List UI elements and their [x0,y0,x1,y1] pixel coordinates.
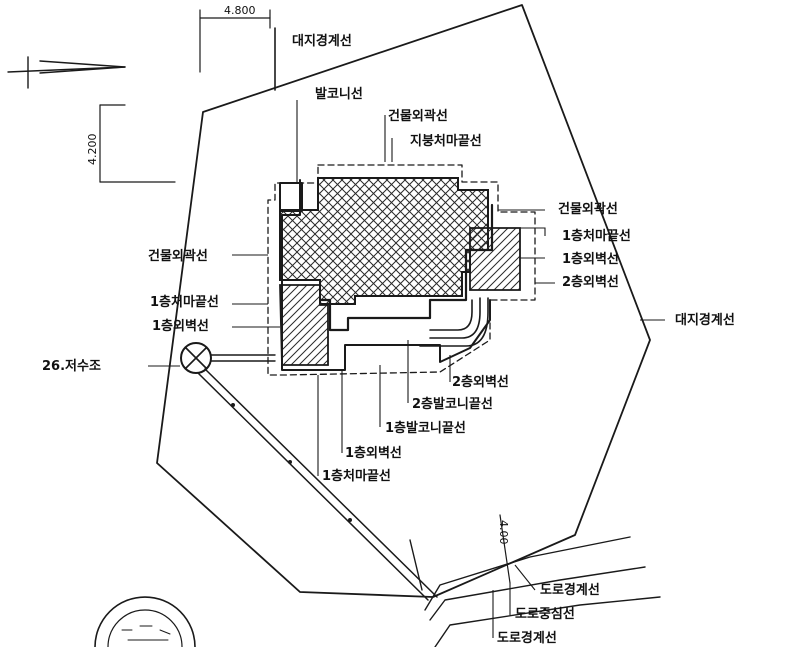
label-wall-line-2f-bottom: 2층외벽선 [452,374,509,390]
label-eave-line-1f-bottom: 1층처마끝선 [322,468,391,484]
seal-stamp [94,596,196,648]
label-roof-eave-line: 지붕처마끝선 [410,133,482,149]
label-site-boundary-right: 대지경계선 [675,312,735,328]
top-dimension: 4.800 [199,4,276,91]
label-wall-line-1f-left: 1층외벽선 [152,318,209,334]
roof-hatched-area [279,177,489,305]
label-wall-line-1f-bottom: 1층외벽선 [345,445,402,461]
second-floor-wall [318,203,494,332]
label-road-boundary-2: 도로경계선 [497,630,557,646]
site-boundary [156,4,651,598]
label-eave-line-1f-left: 1층처마끝선 [150,294,219,310]
side-dimension: 4.200 [86,104,176,183]
road-lines [409,514,661,648]
dimension-top-width: 4.800 [224,4,256,17]
label-road-boundary-1: 도로경계선 [540,582,600,598]
label-balcony-line-2f-bottom: 2층발코니끝선 [412,396,493,412]
label-wall-line-2f-right: 2층외벽선 [562,274,619,290]
label-building-line-right: 건물외곽선 [558,201,618,217]
first-floor-hatched-right [469,227,521,291]
leader-lines [148,100,665,638]
label-manhole: 26.저수조 [42,359,101,374]
north-arrow-icon [7,56,126,89]
eave-outline [267,164,536,376]
balcony-curve [419,297,489,347]
balcony-box [279,182,303,212]
first-floor-hatched-left [279,284,329,366]
label-road-center-line: 도로중심선 [515,606,575,622]
label-building-line-left: 건물외곽선 [148,248,208,264]
label-balcony-line-1f-bottom: 1층발코니끝선 [385,420,466,436]
label-adjacent-boundary-top: 대지경계선 [292,33,352,49]
first-floor-wall [281,179,491,371]
manhole-icon [180,342,212,374]
label-road-gap: 4.00 [497,520,510,545]
label-wall-line-1f-right: 1층외벽선 [562,251,619,267]
label-building-line-top: 건물외곽선 [388,108,448,124]
drain-pipe [197,354,438,601]
label-eave-line-1f-right: 1층처마끝선 [562,228,631,244]
dimension-side-height: 4.200 [86,134,99,166]
label-balcony-line: 발코니선 [315,86,363,102]
